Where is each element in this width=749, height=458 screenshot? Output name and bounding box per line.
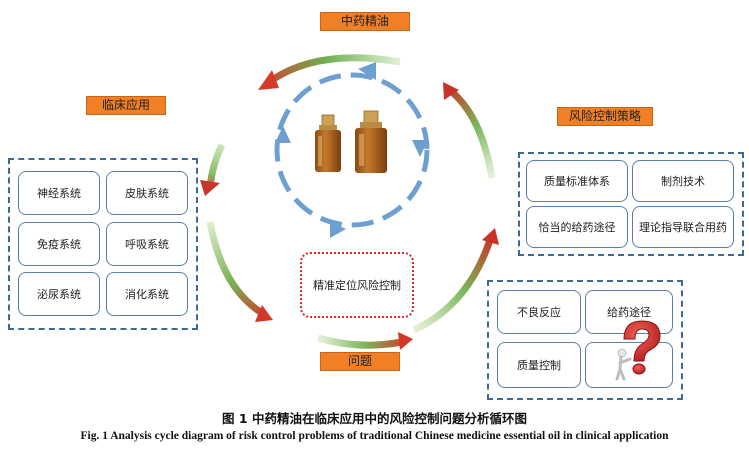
- left-label: 临床应用: [86, 96, 166, 115]
- question-cell: [585, 320, 673, 388]
- system-item: 免疫系统: [18, 222, 100, 266]
- inner-dashed-cycle: [274, 62, 430, 238]
- strategy-group: 质量标准体系 制剂技术 恰当的给药途径 理论指导联合用药: [518, 152, 744, 256]
- system-item: 呼吸系统: [106, 222, 188, 266]
- problem-item: 质量控制: [497, 342, 581, 388]
- clinical-systems-group: 神经系统 皮肤系统 免疫系统 呼吸系统 泌尿系统 消化系统: [8, 158, 198, 330]
- system-item: 泌尿系统: [18, 272, 100, 316]
- strategy-item: 恰当的给药途径: [526, 206, 628, 248]
- strategy-item: 理论指导联合用药: [632, 206, 734, 248]
- system-item: 神经系统: [18, 171, 100, 215]
- problems-group: 不良反应 给药途径 质量控制: [487, 280, 683, 400]
- strategy-item: 制剂技术: [632, 160, 734, 202]
- outer-cycle-arrows: [200, 54, 499, 350]
- system-item: 皮肤系统: [106, 171, 188, 215]
- caption-chinese: 图 1 中药精油在临床应用中的风险控制问题分析循环图: [222, 411, 527, 426]
- top-label: 中药精油: [320, 12, 410, 31]
- essential-oil-bottles-icon: [315, 110, 387, 173]
- caption-english: Fig. 1 Analysis cycle diagram of risk co…: [80, 430, 669, 442]
- system-item: 消化系统: [106, 272, 188, 316]
- strategy-item: 质量标准体系: [526, 160, 628, 202]
- center-focus-box: 精准定位风险控制: [300, 252, 414, 318]
- right-label: 风险控制策略: [557, 107, 653, 126]
- problem-item: 不良反应: [497, 290, 581, 334]
- question-mark-figure-icon: [615, 320, 661, 381]
- bottom-label: 问题: [320, 352, 400, 371]
